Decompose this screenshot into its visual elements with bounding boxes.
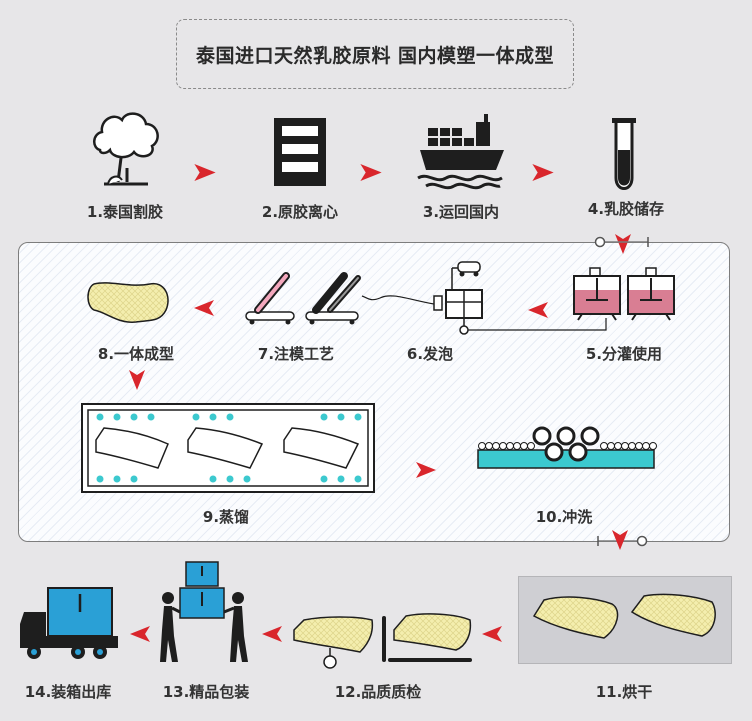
title-box: 泰国进口天然乳胶原料 国内模塑一体成型 — [176, 19, 574, 89]
centrifuge-icon — [274, 118, 326, 186]
step-label-8: 8.一体成型 — [97, 345, 175, 363]
step-label-4: 4.乳胶储存 — [587, 200, 665, 218]
step-label-9: 9.蒸馏 — [202, 508, 250, 526]
tree-icon — [93, 112, 159, 186]
step-label-10: 10.冲洗 — [535, 508, 593, 526]
step-label-2: 2.原胶离心 — [261, 203, 339, 221]
page-title: 泰国进口天然乳胶原料 国内模塑一体成型 — [195, 44, 555, 67]
washing-rollers-icon — [477, 426, 657, 469]
step-label-12: 12.品质质检 — [334, 683, 422, 701]
cargo-ship-icon — [417, 114, 504, 190]
step-label-6: 6.发泡 — [406, 345, 454, 363]
arrow-12-13 — [262, 626, 282, 642]
steam-chamber-icon — [81, 403, 375, 493]
step-label-7: 7.注模工艺 — [257, 345, 335, 363]
drying-icon — [532, 593, 716, 639]
step-label-1: 1.泰国割胶 — [86, 203, 164, 221]
arrow-13-14 — [130, 626, 150, 642]
tanks-icon — [573, 267, 675, 321]
step-label-3: 3.运回国内 — [422, 203, 500, 221]
packing-people-icon — [160, 561, 248, 662]
step-label-13: 13.精品包装 — [162, 683, 250, 701]
inspection-icon — [293, 613, 472, 669]
foaming-machine-icon — [361, 261, 607, 335]
injection-mold-icon — [245, 272, 361, 325]
step-label-14: 14.装箱出库 — [24, 683, 112, 701]
truck-icon — [20, 587, 118, 659]
pillow-icon — [87, 282, 169, 323]
test-tube-icon — [612, 118, 636, 190]
step-label-5: 5.分灌使用 — [585, 345, 663, 363]
arrow-11-12 — [482, 626, 502, 642]
step-label-11: 11.烘干 — [595, 683, 653, 701]
